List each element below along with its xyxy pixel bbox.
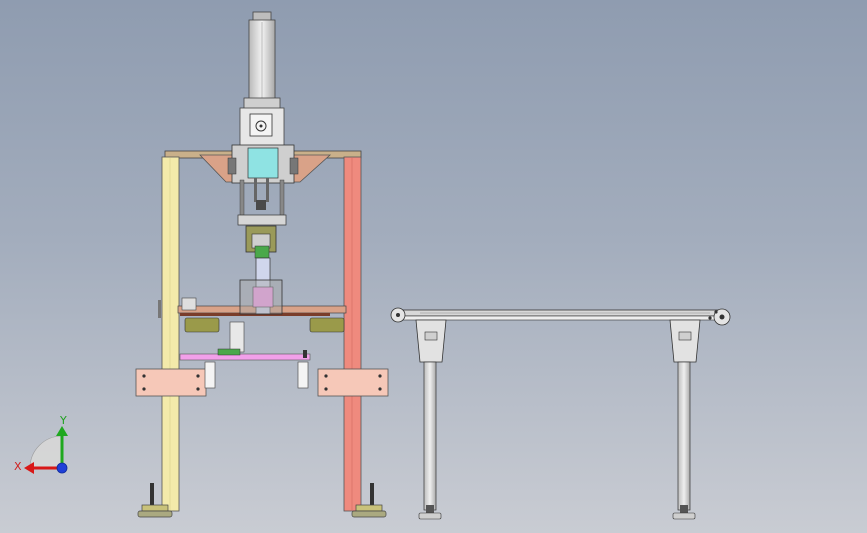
y-axis-label: Y xyxy=(59,414,67,427)
cylinder-assembly xyxy=(227,11,299,315)
conveyor xyxy=(390,307,731,520)
x-axis-label: X xyxy=(14,460,22,473)
cyan-block xyxy=(247,147,279,179)
pink-rail xyxy=(179,353,311,361)
conveyor-left-leg xyxy=(415,319,447,520)
conveyor-right-leg xyxy=(669,319,701,520)
axis-triad: Y X xyxy=(14,414,68,474)
right-column xyxy=(343,156,362,512)
left-column xyxy=(161,156,180,512)
right-foot xyxy=(351,483,387,518)
z-axis-dot xyxy=(56,462,68,474)
right-side-plate xyxy=(317,368,389,397)
left-foot xyxy=(137,483,173,518)
left-side-plate xyxy=(135,368,207,397)
